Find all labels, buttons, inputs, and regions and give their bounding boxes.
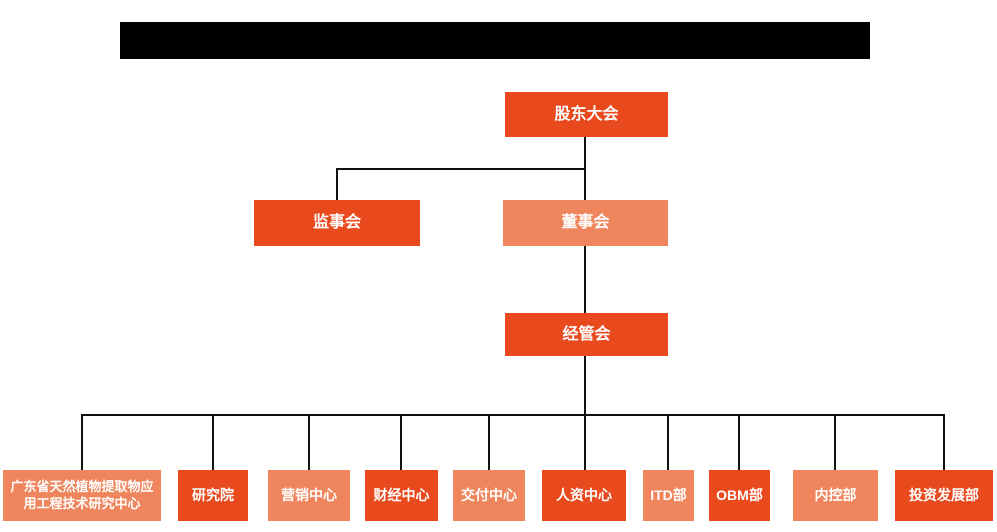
connector-line <box>943 414 945 470</box>
connector-line <box>336 168 338 200</box>
node-research-center-guangdong: 广东省天然植物提取物应用工程技术研究中心 <box>3 470 161 521</box>
connector-line <box>81 414 83 470</box>
node-label: 交付中心 <box>461 486 517 503</box>
connector-line <box>400 414 402 470</box>
connector-line <box>834 414 836 470</box>
node-label: ITD部 <box>650 486 687 503</box>
connector-line <box>584 356 586 415</box>
node-marketing-center: 营销中心 <box>268 470 350 521</box>
node-label: 研究院 <box>192 486 234 503</box>
node-hr-center: 人资中心 <box>542 470 626 521</box>
connector-line <box>212 414 214 470</box>
node-delivery-center: 交付中心 <box>453 470 525 521</box>
node-label: 经管会 <box>562 325 611 343</box>
node-label: 董事会 <box>561 214 610 231</box>
node-investment-development-department: 投资发展部 <box>895 470 993 521</box>
node-label: 财经中心 <box>373 486 430 503</box>
node-label: 投资发展部 <box>909 486 979 503</box>
node-label: 监事会 <box>312 214 361 231</box>
redacted-title-bar <box>120 22 870 59</box>
connector-line <box>667 414 669 470</box>
connector-line <box>584 414 586 470</box>
node-obm-department: OBM部 <box>709 470 770 521</box>
node-research-institute: 研究院 <box>178 470 248 521</box>
node-internal-control-department: 内控部 <box>793 470 878 521</box>
node-label: OBM部 <box>716 486 763 503</box>
node-label: 人资中心 <box>556 486 612 503</box>
connector-line <box>308 414 310 470</box>
node-finance-center: 财经中心 <box>365 470 438 521</box>
node-label: 营销中心 <box>281 486 337 503</box>
node-board-of-directors: 董事会 <box>503 200 668 246</box>
connector-line <box>584 246 586 313</box>
node-itd-department: ITD部 <box>643 470 694 521</box>
connector-line <box>488 414 490 470</box>
connector-line <box>738 414 740 470</box>
node-label: 广东省天然植物提取物应用工程技术研究中心 <box>10 479 154 511</box>
node-management-committee: 经管会 <box>505 313 668 356</box>
connector-bus-line <box>81 414 945 416</box>
connector-line <box>336 168 586 170</box>
node-label: 内控部 <box>814 486 857 503</box>
node-shareholders-meeting: 股东大会 <box>505 92 668 137</box>
node-supervisory-board: 监事会 <box>254 200 420 246</box>
node-label: 股东大会 <box>554 105 619 123</box>
